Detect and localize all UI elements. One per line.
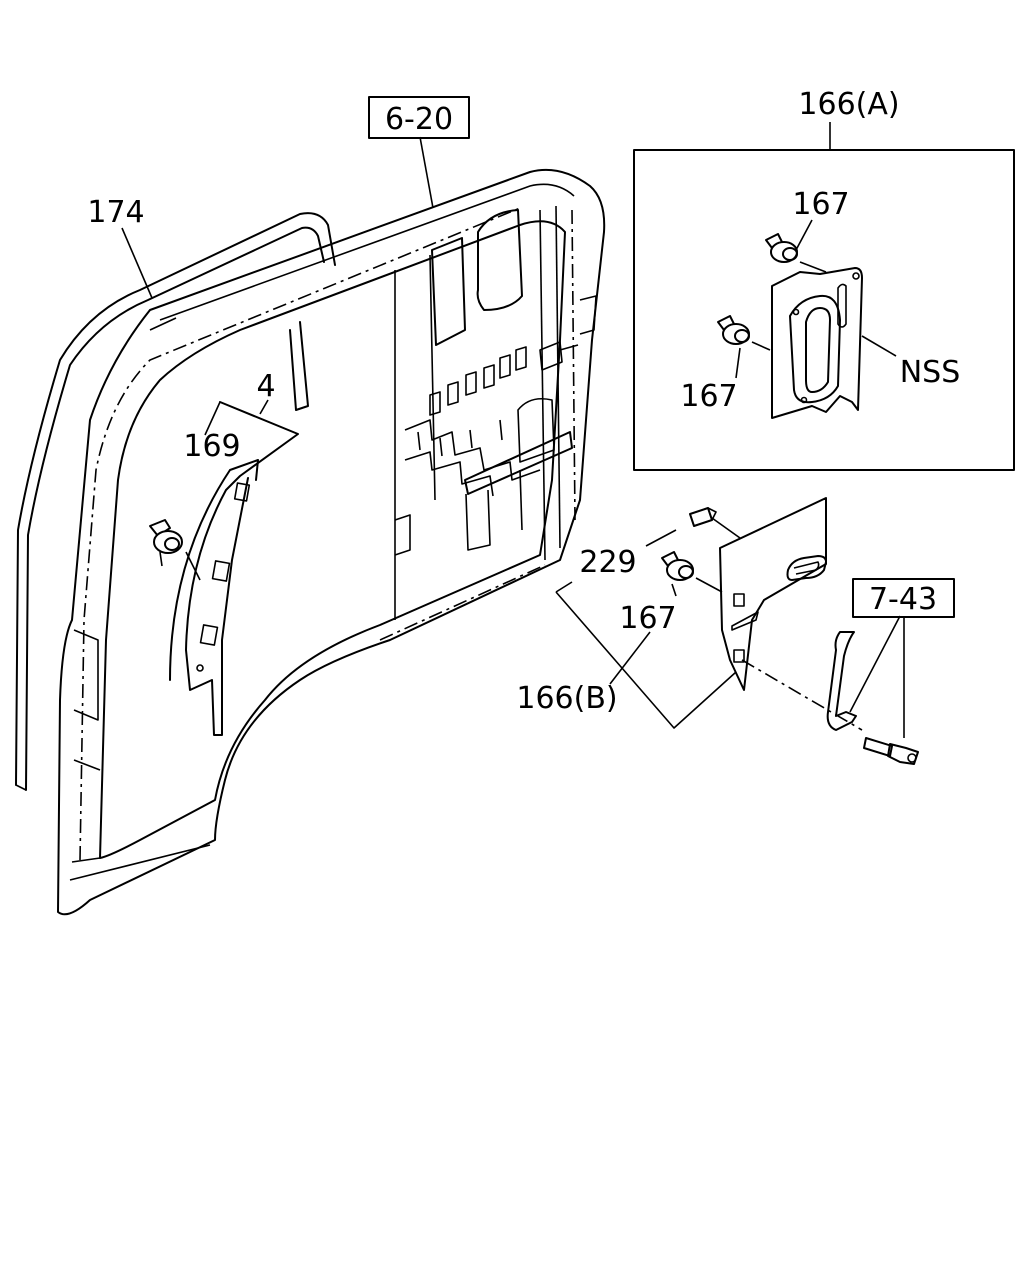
label-229: 229	[579, 545, 636, 580]
label-4: 4	[256, 369, 275, 404]
label-6-20: 6-20	[385, 102, 453, 137]
label-167-b: 167	[619, 601, 676, 636]
weatherstrip-174	[15, 212, 336, 791]
bracket-7-43	[741, 631, 919, 765]
label-167-box-top: 167	[792, 187, 849, 222]
label-166a: 166(A)	[798, 87, 899, 122]
label-167-box-bottom: 167	[680, 379, 737, 414]
inset-166a	[633, 149, 1015, 471]
label-169: 169	[183, 429, 240, 464]
label-nss: NSS	[900, 355, 961, 390]
label-174: 174	[87, 195, 144, 230]
callout-labels: 6-20 174 4 169 166(A) 167 167 NSS 229 16…	[87, 87, 960, 716]
door-panel	[57, 168, 606, 916]
label-7-43: 7-43	[869, 582, 937, 617]
trim-piece-4	[169, 401, 299, 736]
leader-lines	[121, 122, 905, 738]
clip-169	[149, 519, 201, 581]
ref-box-7-43	[852, 578, 955, 618]
panel-166b	[661, 497, 827, 691]
label-166b: 166(B)	[516, 681, 617, 716]
ref-box-6-20	[368, 96, 470, 139]
